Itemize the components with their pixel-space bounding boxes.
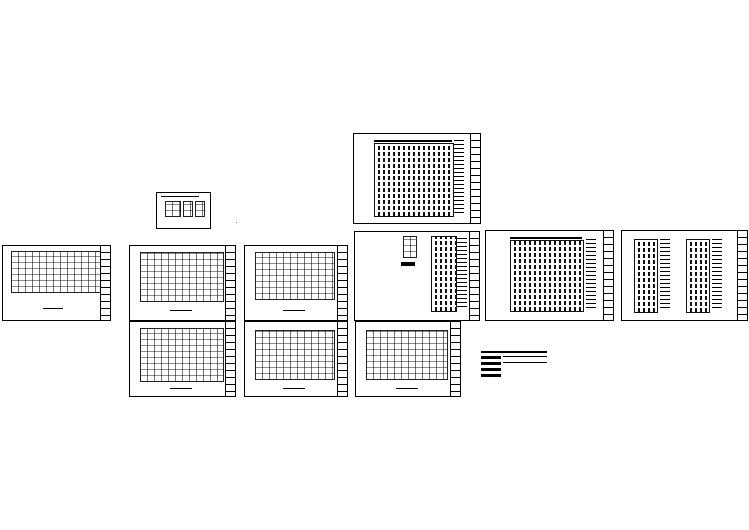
structural-grid-plan xyxy=(11,251,101,293)
schedule-row xyxy=(481,368,501,371)
grid-caption-mark xyxy=(43,308,63,309)
title-block xyxy=(469,232,479,320)
roof-line xyxy=(510,237,582,239)
floor-plan-sheet-2[interactable] xyxy=(244,245,348,321)
schedule-row xyxy=(481,351,547,353)
level-dimensions xyxy=(457,236,467,310)
roof-line xyxy=(374,140,452,142)
level-dimensions-left xyxy=(660,239,670,311)
floor-plan xyxy=(366,330,448,380)
floor-plan-sheet-1[interactable] xyxy=(129,245,236,321)
structural-grid-sheet[interactable] xyxy=(2,245,111,321)
schedule-row xyxy=(481,374,501,377)
section-detail xyxy=(403,236,417,258)
elevation-sheet-top[interactable] xyxy=(353,133,481,224)
floor-plan xyxy=(255,330,335,380)
detail-drawing-1 xyxy=(165,201,181,217)
level-dimensions xyxy=(586,237,596,311)
floor-plan xyxy=(255,252,335,300)
plan-caption-mark xyxy=(170,388,192,389)
detail-heading xyxy=(161,196,199,197)
building-section xyxy=(431,236,457,312)
title-block xyxy=(450,322,460,396)
level-dimensions-right xyxy=(712,239,722,311)
title-block xyxy=(225,246,235,320)
side-elevation-left xyxy=(634,239,658,313)
title-block xyxy=(470,134,480,223)
building-elevation xyxy=(510,240,584,312)
schedule-row xyxy=(503,356,547,357)
title-block xyxy=(100,246,110,320)
schedule-row xyxy=(481,362,501,365)
detail-drawing-2 xyxy=(183,201,193,217)
schedule-row xyxy=(481,356,501,359)
floor-plan-sheet-3[interactable] xyxy=(129,321,236,397)
stray-point xyxy=(236,222,237,223)
floor-plan xyxy=(140,328,224,382)
section-sheet[interactable] xyxy=(354,231,480,321)
section-note xyxy=(401,262,415,266)
floor-plan-sheet-5[interactable] xyxy=(355,321,461,397)
level-dimensions xyxy=(454,140,464,216)
title-block xyxy=(337,246,347,320)
detail-small-sheet[interactable] xyxy=(156,192,211,229)
door-window-schedule[interactable] xyxy=(481,351,547,381)
title-block xyxy=(737,231,747,320)
floor-plan-sheet-4[interactable] xyxy=(244,321,348,397)
plan-caption-mark xyxy=(283,388,305,389)
plan-caption-mark xyxy=(396,388,418,389)
title-block xyxy=(225,322,235,396)
schedule-row xyxy=(503,362,547,363)
detail-drawing-3 xyxy=(195,201,205,217)
plan-caption-mark xyxy=(283,310,305,311)
building-elevation xyxy=(374,143,454,217)
floor-plan xyxy=(140,252,224,302)
elevation-sheet-front[interactable] xyxy=(485,230,614,321)
title-block xyxy=(337,322,347,396)
title-block xyxy=(603,231,613,320)
elevation-sheet-side[interactable] xyxy=(621,230,748,321)
plan-caption-mark xyxy=(170,310,192,311)
side-elevation-right xyxy=(686,239,710,313)
